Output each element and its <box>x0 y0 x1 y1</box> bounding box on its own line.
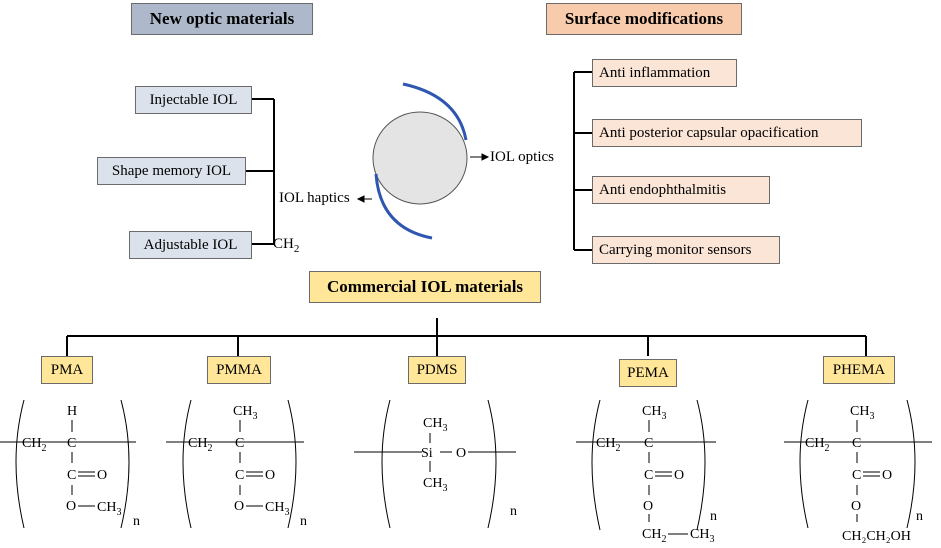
pema-c2: C <box>644 468 653 483</box>
commercial-tree <box>66 318 867 356</box>
pmma-o-double: O <box>265 468 275 483</box>
pmma-n: n <box>300 514 307 529</box>
pema-o: O <box>643 499 653 514</box>
injectable-iol-box: Injectable IOL <box>135 86 252 114</box>
anti-inflammation-box: Anti inflammation <box>592 59 737 87</box>
commercial-iol-materials-header: Commercial IOL materials <box>309 271 541 303</box>
phema-n: n <box>916 509 923 524</box>
iol-optic-lens <box>372 111 468 205</box>
phema-ch2: CH2 <box>805 436 829 454</box>
pema-ch3-top: CH3 <box>642 404 666 422</box>
material-pmma-box: PMMA <box>207 356 271 384</box>
pema-ch3-end: CH3 <box>690 527 714 545</box>
phema-o-double: O <box>882 468 892 483</box>
pema-c: C <box>644 436 653 451</box>
pema-ch2: CH2 <box>596 436 620 454</box>
pmma-c: C <box>235 436 244 451</box>
pma-structure: H CH2 C C O O CH3 n <box>0 399 140 529</box>
material-pdms-box: PDMS <box>408 356 466 384</box>
new-optic-bracket <box>246 98 275 245</box>
haptic-arc-bottom <box>374 173 433 240</box>
pma-n: n <box>133 514 140 529</box>
phema-structure: CH3 CH2 C C O O CH₂CH₂OH n <box>784 399 932 544</box>
phema-ch2ch2oh: CH₂CH₂OH <box>842 529 911 544</box>
pma-ch2: CH2 <box>22 436 46 454</box>
new-optic-materials-header: New optic materials <box>131 3 313 35</box>
optics-arrow <box>470 153 490 161</box>
pdms-structure: CH3 Si O CH3 n <box>354 399 517 529</box>
surface-modifications-header: Surface modifications <box>546 3 742 35</box>
stray-ch2-label: CH2 <box>273 236 300 255</box>
pmma-ch2: CH2 <box>188 436 212 454</box>
pmma-c2: C <box>235 468 244 483</box>
haptic-arc-top <box>402 82 468 141</box>
haptics-arrow <box>356 195 372 203</box>
phema-o: O <box>851 499 861 514</box>
pmma-o: O <box>234 499 244 514</box>
pma-c2: C <box>67 468 76 483</box>
pmma-structure: CH3 CH2 C C O O CH3 n <box>166 399 307 529</box>
pma-h: H <box>67 404 77 419</box>
anti-endophthalmitis-box: Anti endophthalmitis <box>592 176 770 204</box>
iol-optics-label: IOL optics <box>490 149 555 165</box>
carrying-monitor-sensors-box: Carrying monitor sensors <box>592 236 780 264</box>
pma-o-double: O <box>97 468 107 483</box>
phema-ch3-top: CH3 <box>850 404 874 422</box>
pema-o-double: O <box>674 468 684 483</box>
pmma-ch3-top: CH3 <box>233 404 257 422</box>
pma-o: O <box>66 499 76 514</box>
pmma-ch3: CH3 <box>265 500 289 518</box>
surface-bracket <box>573 71 592 251</box>
material-pema-box: PEMA <box>619 359 677 387</box>
material-pma-box: PMA <box>41 356 93 384</box>
pdms-n: n <box>510 504 517 519</box>
shape-memory-iol-box: Shape memory IOL <box>97 157 246 185</box>
anti-pco-box: Anti posterior capsular opacification <box>592 119 862 147</box>
pdms-si: Si <box>421 446 433 461</box>
pema-structure: CH3 CH2 C C O O CH2 CH3 n <box>576 399 717 545</box>
pdms-o: O <box>456 446 466 461</box>
pema-ch2-ester: CH2 <box>642 527 666 545</box>
iol-haptics-label: IOL haptics <box>279 190 350 206</box>
adjustable-iol-box: Adjustable IOL <box>129 231 252 259</box>
pema-n: n <box>710 509 717 524</box>
pdms-ch3-bottom: CH3 <box>423 476 447 494</box>
phema-c: C <box>852 436 861 451</box>
pdms-ch3-top: CH3 <box>423 416 447 434</box>
phema-c2: C <box>852 468 861 483</box>
pma-ch3: CH3 <box>97 500 121 518</box>
pma-c: C <box>67 436 76 451</box>
material-phema-box: PHEMA <box>823 356 895 384</box>
